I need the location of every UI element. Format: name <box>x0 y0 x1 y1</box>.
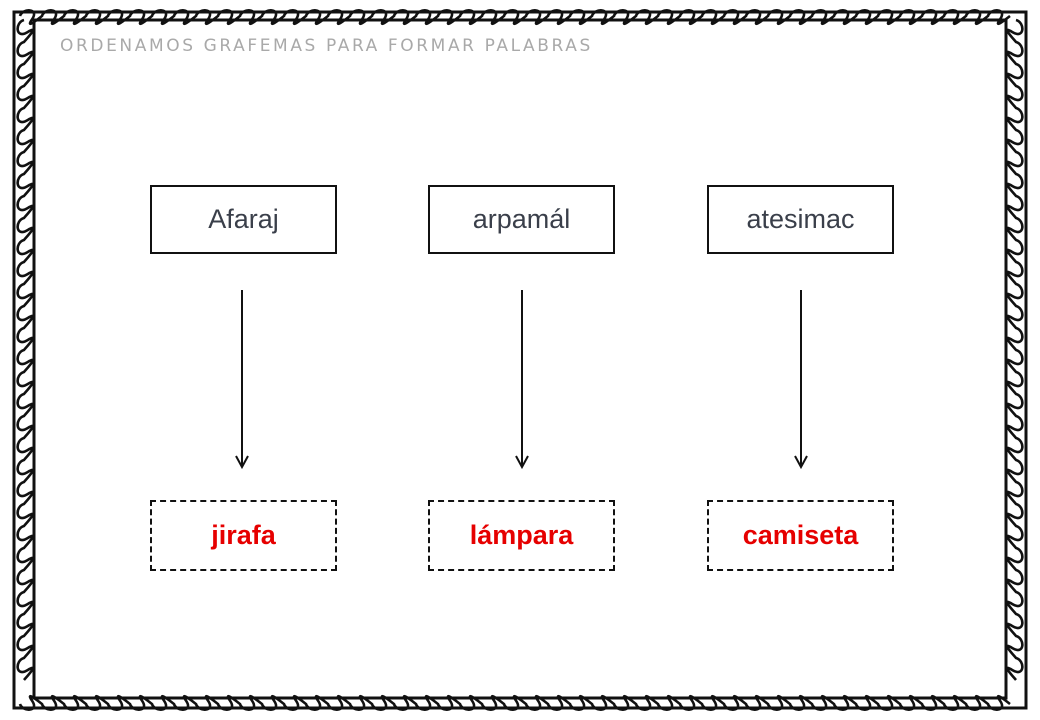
answer-box-2[interactable]: lámpara <box>428 500 615 571</box>
answer-box-3[interactable]: camiseta <box>707 500 894 571</box>
scrambled-word-1: Afaraj <box>208 204 279 234</box>
page-title: ORDENAMOS GRAFEMAS PARA FORMAR PALABRAS <box>60 36 593 56</box>
scrambled-word-2: arpamál <box>472 204 571 234</box>
scrambled-word-box-1: Afaraj <box>150 185 337 254</box>
scrambled-word-box-3: atesimac <box>707 185 894 254</box>
answer-word-3: camiseta <box>742 520 859 550</box>
answer-word-1: jirafa <box>211 520 276 550</box>
scrambled-word-box-2: arpamál <box>428 185 615 254</box>
answer-box-1[interactable]: jirafa <box>150 500 337 571</box>
scrambled-word-3: atesimac <box>746 204 855 234</box>
answer-word-2: lámpara <box>469 520 574 550</box>
